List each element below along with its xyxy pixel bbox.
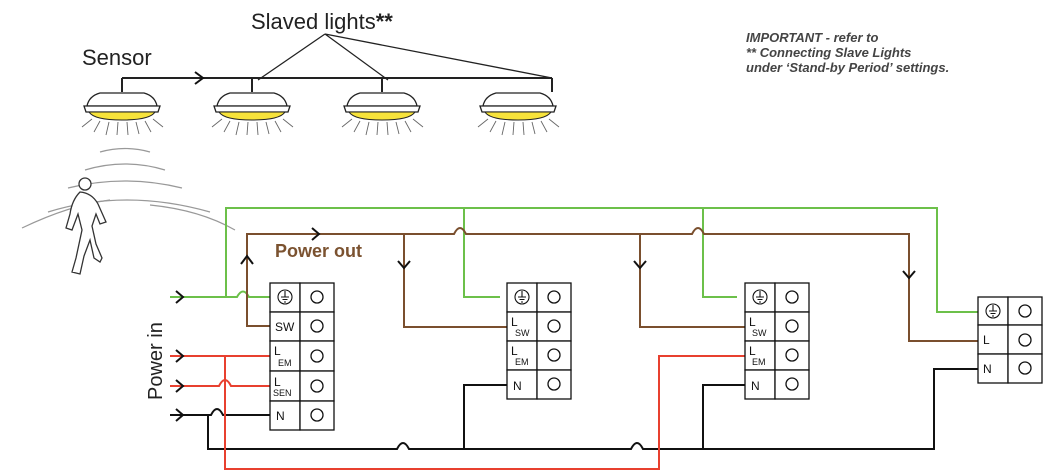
svg-text:SEN: SEN: [273, 388, 292, 398]
slaved-lights-label: Slaved lights**: [251, 9, 393, 34]
svg-text:L: L: [749, 315, 756, 329]
svg-text:L: L: [511, 344, 518, 358]
svg-text:EM: EM: [752, 357, 766, 367]
arrow-icon: [633, 260, 647, 270]
earth-wire: [170, 207, 978, 313]
svg-text:N: N: [513, 379, 522, 393]
arrow-icon: [175, 290, 185, 304]
walking-person-icon: [65, 177, 107, 275]
screw-terminal-icon: [310, 290, 324, 422]
earth-symbol-icon: [752, 289, 768, 305]
sensor-terminal-block: [269, 282, 335, 431]
svg-text:L: L: [511, 315, 518, 329]
earth-symbol-icon: [277, 289, 293, 305]
arrow-icon: [175, 379, 185, 393]
sensor-block-labels: SW L EM L SEN N: [273, 289, 295, 423]
arrow-icon: [397, 260, 411, 270]
live-wire: [170, 355, 745, 470]
svg-text:N: N: [983, 362, 992, 376]
arrow-icon: [175, 408, 185, 422]
svg-text:L: L: [983, 333, 990, 347]
neutral-wire: [170, 368, 978, 450]
svg-text:L: L: [749, 344, 756, 358]
switched-live-wire: [246, 227, 978, 342]
earth-symbol-icon: [985, 303, 1001, 319]
arrow-icon: [194, 71, 205, 85]
svg-text:L: L: [274, 344, 281, 358]
screw-terminal-icon: [785, 290, 799, 391]
svg-text:SW: SW: [275, 320, 295, 334]
motion-wave-icon: [21, 147, 236, 231]
screw-terminal-icon: [1018, 304, 1032, 375]
slave1-terminal-block: [506, 282, 572, 400]
svg-text:SW: SW: [515, 328, 530, 338]
slave1-block-labels: L SW L EM N: [511, 289, 530, 393]
slave2-block-labels: L SW L EM N: [749, 289, 768, 393]
svg-text:N: N: [276, 409, 285, 423]
sensor-control-line: [121, 33, 553, 92]
ceiling-light-icon: [341, 92, 424, 136]
end-terminal-block: [977, 296, 1043, 384]
ceiling-light-icon: [211, 92, 294, 136]
arrow-icon: [175, 349, 185, 363]
power-in-label: Power in: [145, 322, 167, 400]
note-line-2: ** Connecting Slave Lights: [746, 45, 911, 60]
screw-terminal-icon: [547, 290, 561, 391]
ceiling-light-icon: [477, 92, 560, 136]
svg-text:N: N: [751, 379, 760, 393]
svg-text:EM: EM: [278, 358, 292, 368]
power-out-label: Power out: [275, 241, 362, 261]
svg-text:L: L: [274, 375, 281, 389]
svg-text:EM: EM: [515, 357, 529, 367]
svg-text:SW: SW: [752, 328, 767, 338]
ceiling-light-icon: [81, 92, 164, 136]
arrow-icon: [902, 270, 916, 280]
flow-arrows: [240, 227, 916, 280]
note-line-3: under ‘Stand-by Period’ settings.: [746, 60, 949, 75]
power-in-arrows: [175, 290, 185, 422]
end-block-labels: L N: [983, 303, 1001, 376]
arrow-icon: [311, 227, 321, 241]
arrow-icon: [240, 254, 254, 265]
sensor-label: Sensor: [82, 45, 152, 70]
note-line-1: IMPORTANT - refer to: [746, 30, 878, 45]
earth-symbol-icon: [514, 289, 530, 305]
